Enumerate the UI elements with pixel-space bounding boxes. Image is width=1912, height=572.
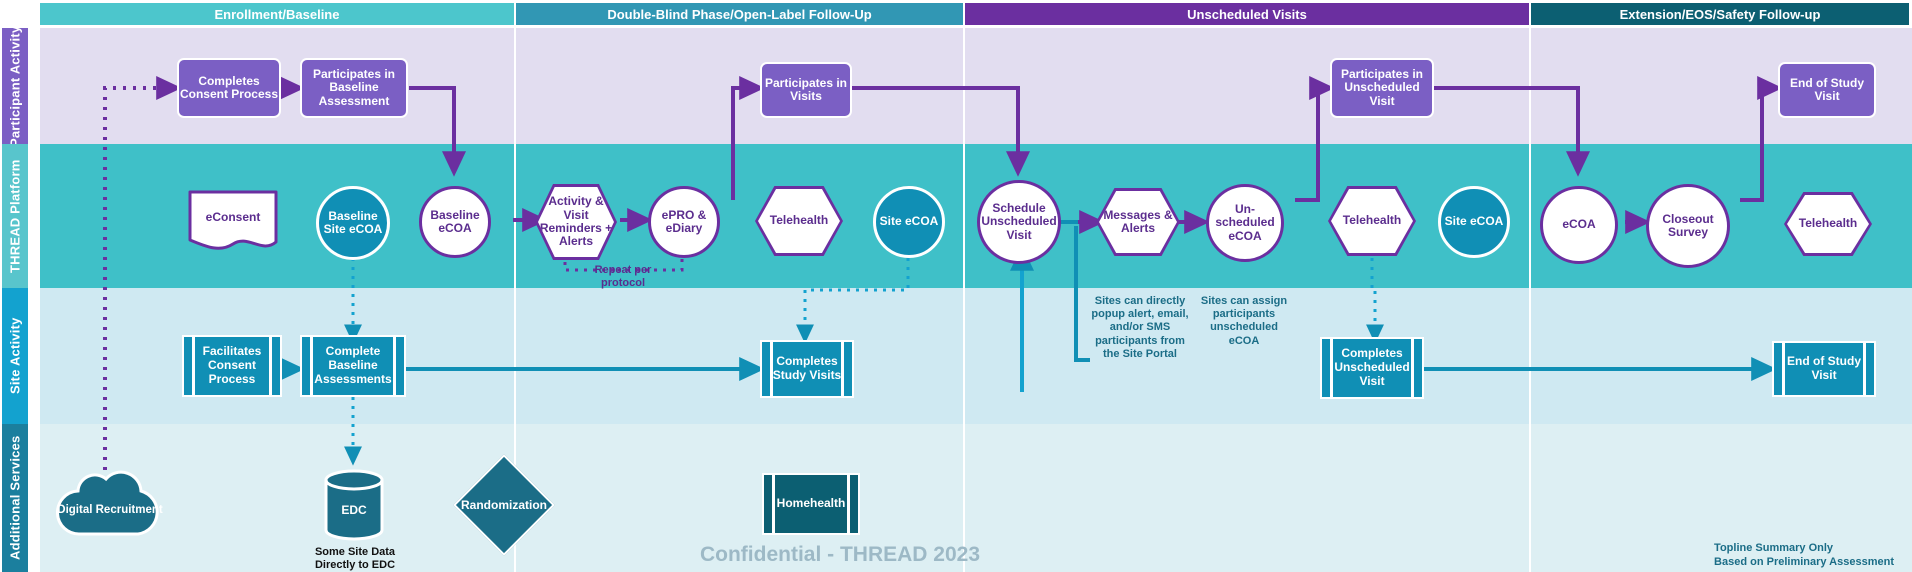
- site-node-complete-baseline-assessments[interactable]: Complete Baseline Assessments: [300, 335, 406, 397]
- thread-node-telehealth-1-label: Telehealth: [758, 189, 840, 253]
- predefined-process-bar-left-icon: [192, 337, 195, 395]
- participant-node-participates-in-visits[interactable]: Participates in Visits: [760, 62, 852, 118]
- site-node-completes-study-visits-label: Completes Study Visits: [772, 354, 842, 382]
- phase-header-double-blind: Double-Blind Phase/Open-Label Follow-Up: [516, 3, 963, 25]
- watermark-confidential: Confidential - THREAD 2023: [699, 543, 981, 566]
- predefined-process-bar-right-icon: [1863, 343, 1866, 395]
- annotation-repeat-per-protocol: Repeat per protocol: [594, 264, 652, 290]
- thread-node-closeout-survey[interactable]: Closeout Survey: [1646, 184, 1730, 268]
- additional-node-randomization-label: Randomization: [461, 498, 547, 512]
- lane-label-additional-services: Additional Services: [2, 424, 28, 572]
- predefined-process-bar-right-icon: [1411, 339, 1414, 397]
- site-node-completes-unscheduled-visit[interactable]: Completes Unscheduled Visit: [1320, 337, 1424, 399]
- additional-node-edc[interactable]: EDC: [322, 468, 386, 542]
- thread-node-telehealth-1[interactable]: Telehealth: [755, 186, 843, 256]
- predefined-process-bar-right-icon: [841, 342, 844, 396]
- phase-divider-3: [1529, 28, 1531, 572]
- predefined-process-bar-right-icon: [393, 337, 396, 395]
- annotation-edc-note-line2: Directly to EDC: [314, 559, 396, 572]
- annotation-edc-note-line1: Some Site Data: [314, 546, 396, 558]
- site-node-facilitates-consent-process-label: Facilitates Consent Process: [202, 344, 262, 386]
- predefined-process-bar-left-icon: [770, 342, 773, 396]
- lane-label-site-activity: Site Activity: [2, 288, 28, 424]
- thread-node-baseline-ecoa[interactable]: Baseline eCOA: [419, 186, 491, 258]
- thread-node-econsent[interactable]: eConsent: [184, 186, 282, 258]
- phase-header-extension-eos: Extension/EOS/Safety Follow-up: [1531, 3, 1909, 25]
- site-node-end-of-study-visit[interactable]: End of Study Visit: [1772, 341, 1876, 397]
- additional-node-homehealth[interactable]: Homehealth: [762, 473, 860, 535]
- thread-node-messages-alerts-label: Messages & Alerts: [1099, 191, 1177, 253]
- thread-node-telehealth-3[interactable]: Telehealth: [1784, 192, 1872, 256]
- predefined-process-bar-left-icon: [772, 475, 775, 533]
- site-node-complete-baseline-assessments-label: Complete Baseline Assessments: [314, 344, 392, 386]
- thread-node-schedule-unscheduled-visit[interactable]: Schedule Unscheduled Visit: [977, 180, 1061, 264]
- thread-node-site-ecoa-2[interactable]: Site eCOA: [1438, 186, 1510, 258]
- additional-node-digital-recruitment-label: Digital Recruitment: [57, 504, 163, 517]
- phase-divider-2: [963, 28, 965, 572]
- participant-node-completes-consent-process[interactable]: Completes Consent Process: [177, 58, 281, 118]
- lane-label-participant-activity: Participant Activity: [2, 25, 28, 147]
- participant-node-end-of-study-visit[interactable]: End of Study Visit: [1778, 62, 1876, 118]
- annotation-site-portal-note: Sites can directly popup alert, email, a…: [1091, 295, 1189, 360]
- thread-node-unscheduled-ecoa[interactable]: Un-scheduled eCOA: [1206, 184, 1284, 262]
- site-node-end-of-study-visit-label: End of Study Visit: [1787, 354, 1861, 382]
- predefined-process-bar-right-icon: [847, 475, 850, 533]
- additional-node-homehealth-label: Homehealth: [776, 496, 846, 511]
- thread-node-econsent-label: eConsent: [205, 210, 261, 224]
- corner-note-line2: Based on Preliminary Assessment: [1714, 555, 1894, 568]
- annotation-edc-note: Some Site Data Directly to EDC: [300, 546, 410, 572]
- additional-node-edc-label: EDC: [341, 503, 367, 517]
- thread-node-telehealth-3-label: Telehealth: [1787, 195, 1869, 253]
- participant-node-participates-baseline-assessment[interactable]: Participates in Baseline Assessment: [300, 58, 408, 118]
- thread-node-ecoa[interactable]: eCOA: [1540, 186, 1618, 264]
- phase-divider-1: [514, 28, 516, 572]
- thread-node-activity-visit-reminders-alerts[interactable]: Activity & Visit Reminders + Alerts: [535, 184, 617, 260]
- thread-node-messages-alerts[interactable]: Messages & Alerts: [1096, 188, 1180, 256]
- predefined-process-bar-right-icon: [269, 337, 272, 395]
- site-node-completes-unscheduled-visit-label: Completes Unscheduled Visit: [1334, 346, 1410, 388]
- thread-node-baseline-site-ecoa[interactable]: Baseline Site eCOA: [316, 186, 390, 260]
- site-node-completes-study-visits[interactable]: Completes Study Visits: [760, 340, 854, 398]
- thread-node-telehealth-2[interactable]: Telehealth: [1328, 186, 1416, 256]
- phase-header-enrollment-baseline: Enrollment/Baseline: [40, 3, 514, 25]
- thread-node-activity-visit-reminders-alerts-label: Activity & Visit Reminders + Alerts: [538, 187, 614, 257]
- predefined-process-bar-left-icon: [310, 337, 313, 395]
- thread-node-epro-ediary[interactable]: ePRO & eDiary: [648, 186, 720, 258]
- phase-header-unscheduled-visits: Unscheduled Visits: [965, 3, 1529, 25]
- additional-node-digital-recruitment[interactable]: Digital Recruitment: [50, 468, 170, 540]
- thread-node-telehealth-2-label: Telehealth: [1331, 189, 1413, 253]
- site-node-facilitates-consent-process[interactable]: Facilitates Consent Process: [182, 335, 282, 397]
- corner-note-line1: Topline Summary Only: [1714, 542, 1834, 554]
- participant-node-participates-unscheduled-visit[interactable]: Participates in Unscheduled Visit: [1330, 58, 1434, 118]
- predefined-process-bar-left-icon: [1782, 343, 1785, 395]
- thread-node-site-ecoa-1[interactable]: Site eCOA: [873, 186, 945, 258]
- predefined-process-bar-left-icon: [1330, 339, 1333, 397]
- corner-note: Topline Summary Only Based on Preliminar…: [1714, 542, 1894, 570]
- annotation-assign-ecoa-note: Sites can assign participants unschedule…: [1200, 295, 1288, 347]
- lane-label-thread-platform: THREAD Platform: [2, 144, 28, 288]
